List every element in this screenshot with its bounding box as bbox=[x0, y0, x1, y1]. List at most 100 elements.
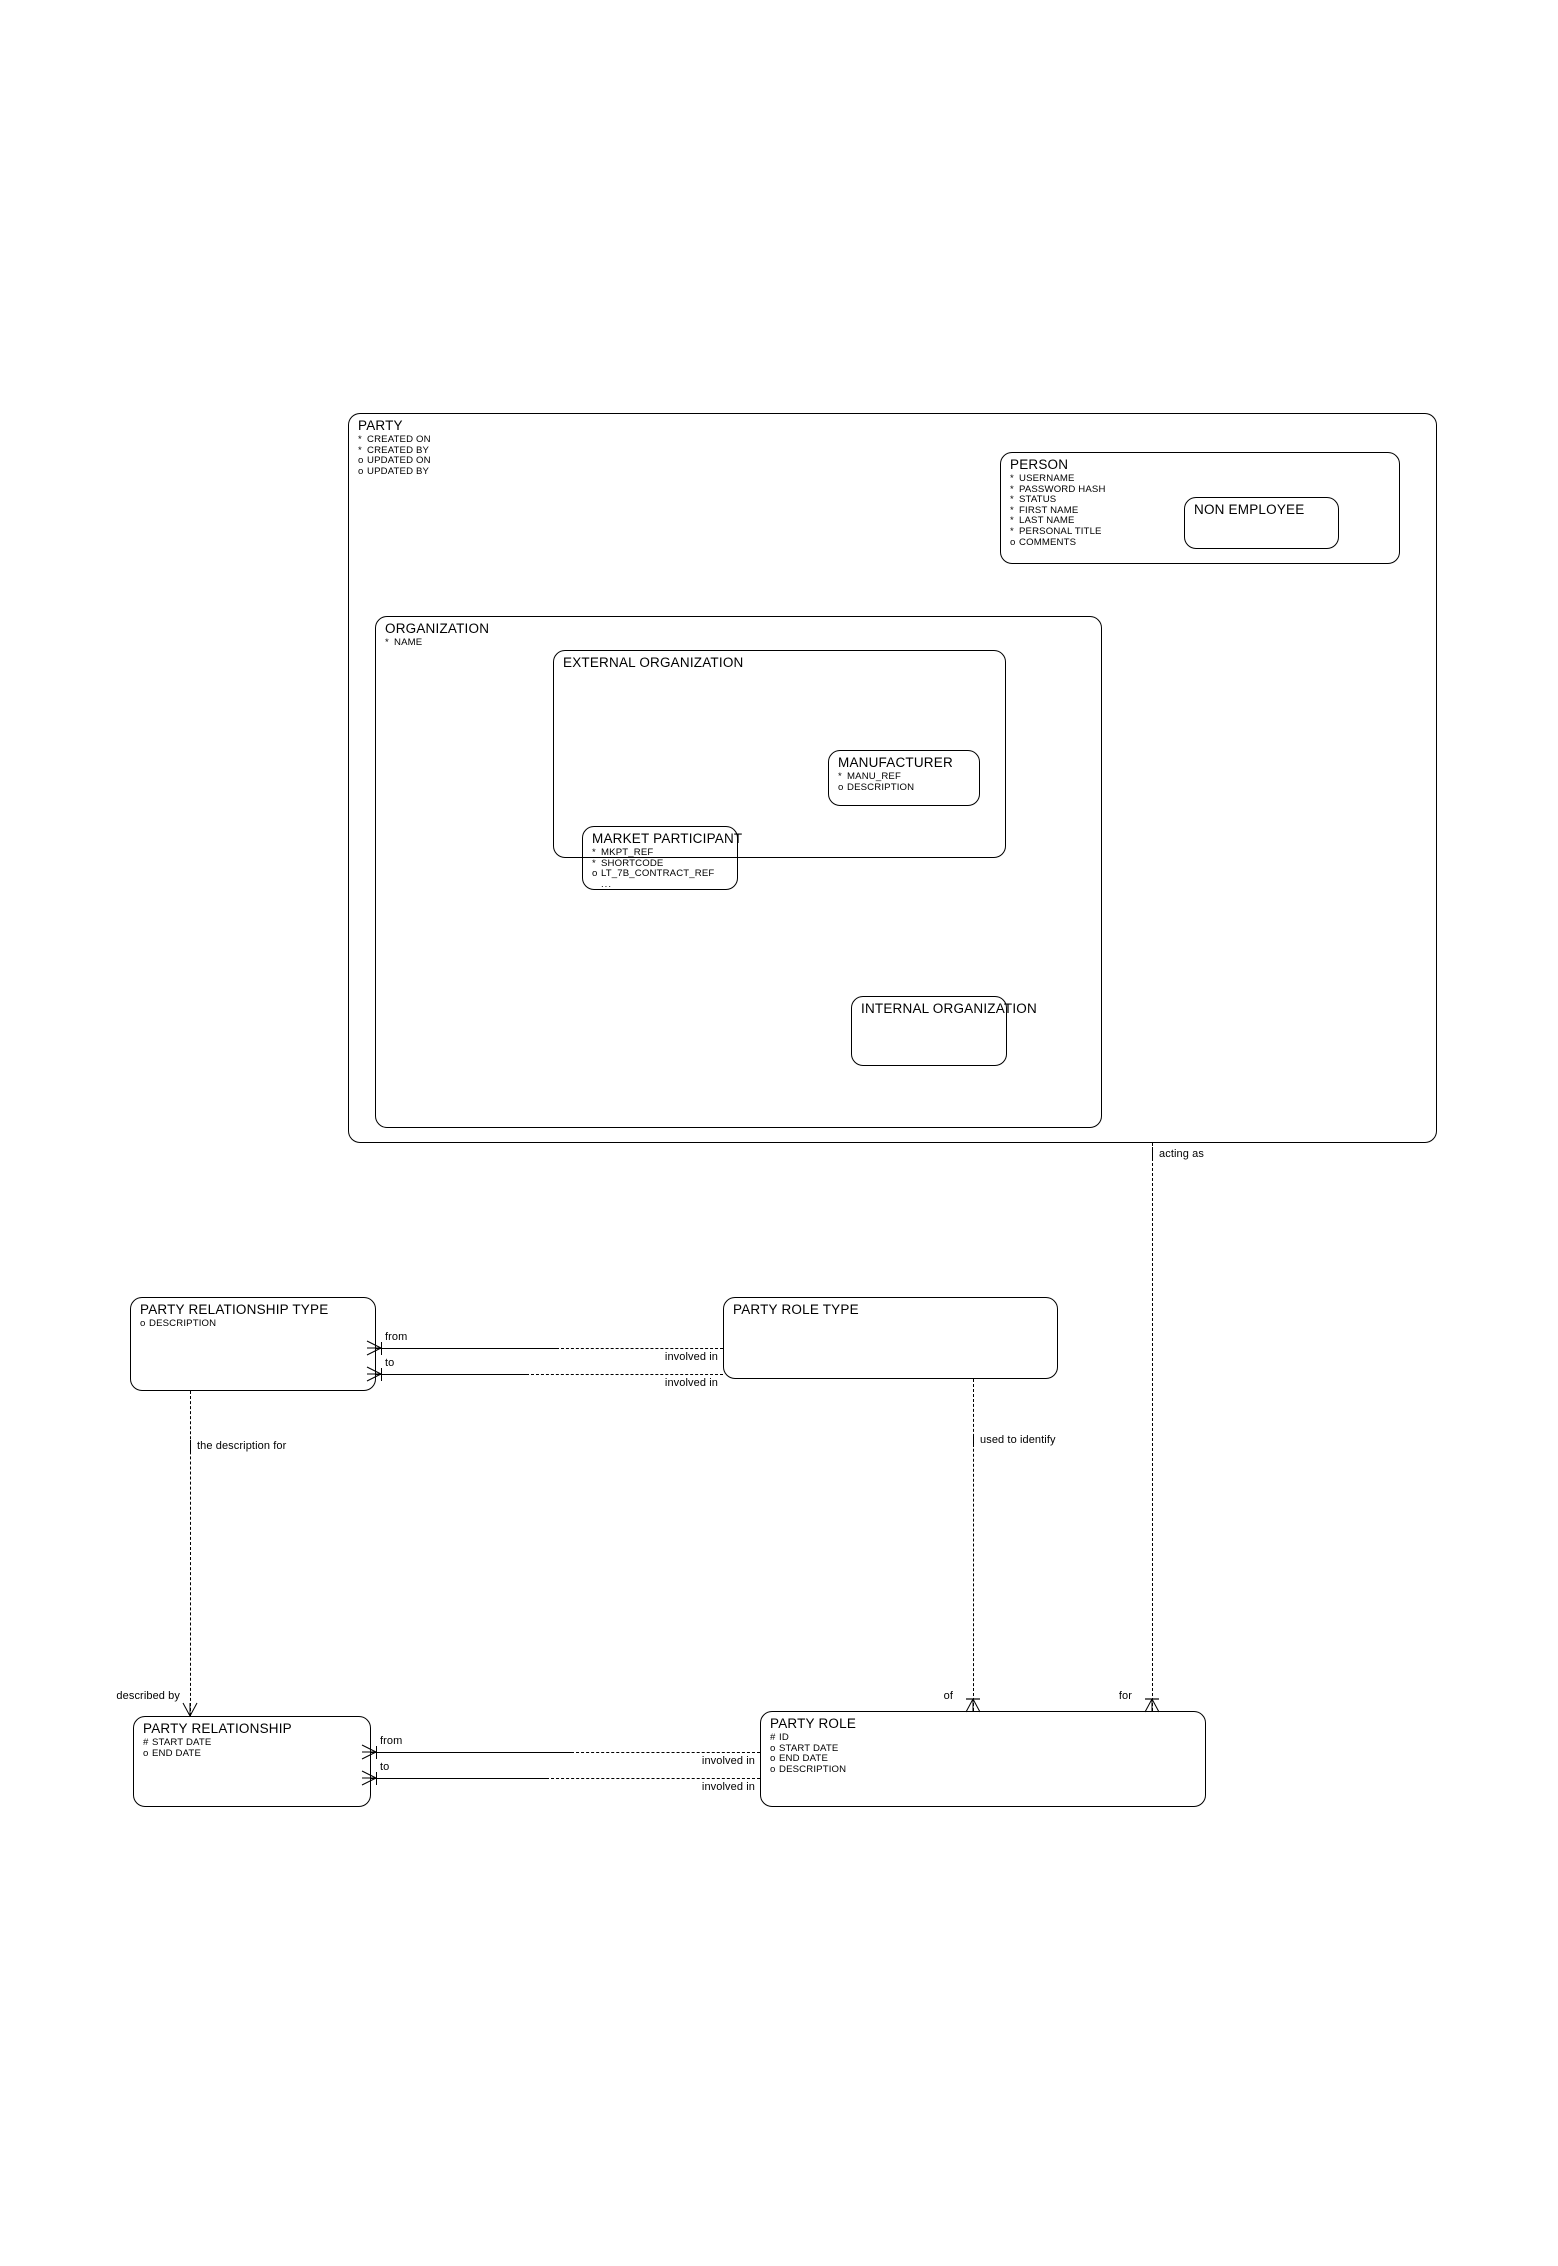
attribute-label: LAST NAME bbox=[1019, 515, 1075, 527]
entity-title-party-role: PARTY ROLE bbox=[770, 1716, 857, 1731]
attribute-label: COMMENTS bbox=[1019, 536, 1077, 548]
relationship-line-prt-to-dashed[interactable] bbox=[526, 1374, 723, 1375]
relationship-label-prt-involved-in-1: involved in bbox=[664, 1351, 718, 1363]
attribute-list-person: * USERNAME *PASSWORD HASH * STATUS * FIRST … bbox=[1010, 473, 1106, 548]
relationship-line-pr-from-dashed[interactable] bbox=[571, 1752, 760, 1753]
attribute-label: ... bbox=[601, 878, 612, 890]
attribute-mark: * bbox=[358, 434, 362, 445]
entity-market-participant[interactable]: MARKET PARTICIPANT *MKPT_REF *SHORTCODE … bbox=[582, 826, 742, 891]
relationship-tick-pr-to bbox=[376, 1772, 377, 1785]
relationship-line-used-to-identify[interactable] bbox=[973, 1379, 974, 1711]
attribute-label: STATUS bbox=[1019, 494, 1057, 506]
entity-party-role-type[interactable]: PARTY ROLE TYPE bbox=[723, 1297, 1058, 1379]
attribute-row: *MKPT_REF bbox=[592, 847, 714, 859]
relationship-line-pr-from-solid[interactable] bbox=[371, 1752, 571, 1753]
relationship-line-prt-to-solid[interactable] bbox=[376, 1374, 526, 1375]
attribute-label: FIRST NAME bbox=[1019, 504, 1079, 516]
relationship-label-acting-as: acting as bbox=[1159, 1148, 1204, 1160]
crowfoot-prt-to-icon bbox=[366, 1366, 382, 1382]
attribute-mark: * bbox=[385, 637, 389, 648]
attribute-row: #ID bbox=[770, 1732, 846, 1744]
relationship-line-prt-from-dashed[interactable] bbox=[556, 1348, 723, 1349]
relationship-label-prt-from: from bbox=[385, 1331, 408, 1343]
relationship-label-pr-involved-in-2: involved in bbox=[701, 1781, 755, 1793]
attribute-mark: * bbox=[358, 444, 362, 456]
attribute-row-ellipsis: ... bbox=[592, 878, 714, 891]
attribute-row: *MANU_REF bbox=[838, 771, 914, 783]
attribute-mark: o bbox=[358, 455, 364, 467]
relationship-line-the-description-for[interactable] bbox=[190, 1391, 191, 1716]
attribute-label: DESCRIPTION bbox=[149, 1318, 217, 1329]
crowfoot-for-icon bbox=[1144, 1698, 1160, 1713]
attribute-label: NAME bbox=[394, 637, 423, 648]
attribute-mark: * bbox=[1010, 494, 1014, 506]
attribute-row: * LAST NAME bbox=[1010, 516, 1106, 527]
attribute-mark: o bbox=[592, 868, 598, 880]
attribute-label: LT_7B_CONTRACT_REF bbox=[601, 868, 715, 880]
attribute-label: USERNAME bbox=[1019, 473, 1075, 484]
entity-title-party-relationship: PARTY RELATIONSHIP bbox=[143, 1721, 292, 1736]
relationship-tick-pr-from bbox=[376, 1746, 377, 1759]
relationship-tick-prt-to bbox=[381, 1368, 382, 1381]
attribute-row: * USERNAME bbox=[1010, 473, 1106, 485]
entity-title-non-employee: NON EMPLOYEE bbox=[1194, 502, 1305, 517]
entity-organization[interactable]: ORGANIZATION * NAME bbox=[375, 616, 1102, 1128]
attribute-row: *PERSONAL TITLE bbox=[1010, 525, 1106, 538]
entity-internal-organization[interactable]: INTERNAL ORGANIZATION bbox=[851, 996, 1037, 1066]
attribute-mark: o bbox=[358, 465, 364, 477]
attribute-mark: * bbox=[1010, 515, 1014, 527]
attribute-label: PERSONAL TITLE bbox=[1019, 525, 1102, 537]
relationship-tick-used-to-identify bbox=[973, 1434, 974, 1447]
attribute-row: * STATUS bbox=[1010, 494, 1106, 506]
relationship-line-prt-from-solid[interactable] bbox=[376, 1348, 556, 1349]
attribute-mark: o bbox=[770, 1742, 776, 1754]
attribute-label: UPDATED BY bbox=[367, 465, 430, 477]
relationship-label-prt-involved-in-2: involved in bbox=[664, 1377, 718, 1389]
attribute-label: DESCRIPTION bbox=[847, 781, 915, 793]
attribute-row: *PASSWORD HASH bbox=[1010, 483, 1106, 496]
relationship-label-described-by: described by bbox=[116, 1690, 180, 1702]
entity-title-party: PARTY bbox=[358, 418, 403, 433]
entity-non-employee[interactable]: NON EMPLOYEE bbox=[1184, 497, 1339, 549]
attribute-mark: # bbox=[143, 1737, 149, 1748]
attribute-mark: * bbox=[592, 857, 596, 869]
entity-title-organization: ORGANIZATION bbox=[385, 621, 490, 636]
crowfoot-described-by-icon bbox=[182, 1702, 198, 1717]
entity-person[interactable]: PERSON *USERNAME *PASSWORD HASH *STATUS … bbox=[1000, 452, 1400, 564]
attribute-row: * NAME bbox=[385, 637, 423, 649]
entity-title-party-relationship-type: PARTY RELATIONSHIP TYPE bbox=[140, 1302, 329, 1317]
attribute-label: PASSWORD HASH bbox=[1019, 483, 1106, 495]
attribute-label: MANU_REF bbox=[847, 771, 901, 782]
relationship-line-acting-as[interactable] bbox=[1152, 1143, 1153, 1711]
crowfoot-pr-to-icon bbox=[361, 1770, 377, 1786]
attribute-label: MKPT_REF bbox=[601, 847, 654, 858]
relationship-line-pr-to-dashed[interactable] bbox=[546, 1778, 760, 1779]
entity-title-internal-organization: INTERNAL ORGANIZATION bbox=[861, 1001, 1037, 1016]
entity-title-external-organization: EXTERNAL ORGANIZATION bbox=[563, 655, 744, 670]
entity-external-organization[interactable]: EXTERNAL ORGANIZATION bbox=[553, 650, 1006, 858]
relationship-line-pr-to-solid[interactable] bbox=[371, 1778, 546, 1779]
attribute-label: SHORTCODE bbox=[601, 857, 664, 869]
attribute-label: END DATE bbox=[779, 1753, 828, 1765]
attribute-mark: o bbox=[838, 781, 844, 793]
attribute-mark: * bbox=[1010, 473, 1014, 484]
relationship-label-of: of bbox=[943, 1690, 953, 1702]
relationship-tick-acting-as bbox=[1152, 1147, 1153, 1160]
attribute-row: #START DATE bbox=[143, 1737, 211, 1749]
